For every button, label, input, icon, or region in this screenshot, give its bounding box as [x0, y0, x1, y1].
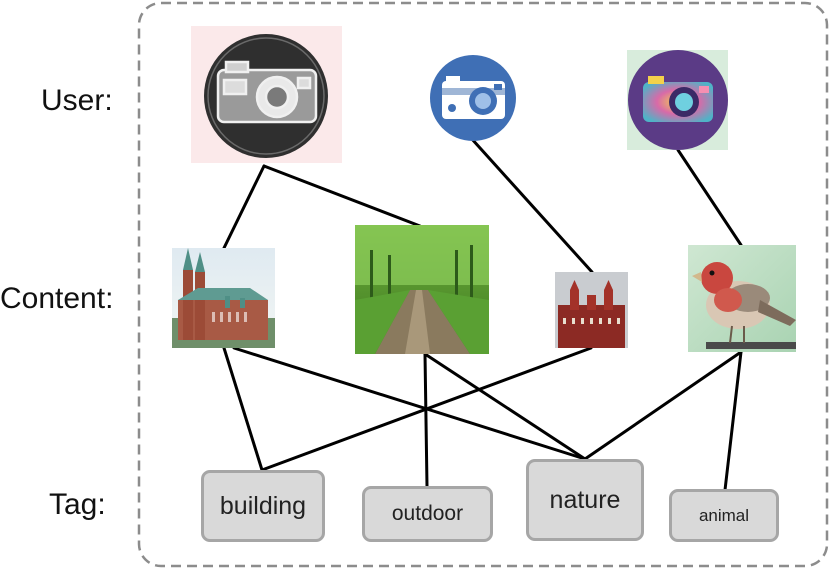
edge-user1-cathedral	[222, 164, 266, 250]
edge-bird-nature	[583, 350, 743, 461]
edge-forest-outdoor	[423, 352, 429, 488]
tag-building: building	[201, 470, 325, 542]
edge-cathedral-building	[222, 346, 264, 472]
edge-cathedral-nature	[232, 346, 587, 461]
sketch-camera-avatar	[191, 26, 342, 163]
tag-nature-label: nature	[549, 485, 621, 514]
forest-path-photo	[355, 225, 489, 354]
edge-user3-bird	[676, 148, 743, 247]
user-content-edges	[222, 136, 743, 274]
tag-nature: nature	[526, 459, 644, 541]
content-row-label: Content:	[0, 282, 114, 315]
user-row-label: User:	[41, 84, 113, 117]
tag-row-label: Tag:	[49, 488, 106, 521]
tag-animal: animal	[669, 489, 779, 542]
content-tag-edges	[222, 346, 743, 492]
red-building-photo	[555, 272, 628, 348]
tag-outdoor: outdoor	[362, 486, 493, 542]
purple-camera-avatar	[627, 50, 728, 150]
tag-outdoor-label: outdoor	[391, 502, 464, 525]
edge-user2-redbuilding	[469, 136, 594, 274]
edge-redbuilding-building	[260, 346, 593, 472]
tag-building-label: building	[219, 491, 307, 520]
tag-animal-label: animal	[698, 505, 750, 525]
cathedral-photo	[172, 248, 275, 348]
edge-bird-animal	[723, 350, 743, 492]
rainbow-camera-icon	[643, 76, 713, 122]
blue-camera-avatar	[430, 55, 516, 141]
sketch-camera-icon	[216, 60, 318, 124]
edge-user1-forest	[262, 164, 422, 228]
finch-bird-photo	[688, 245, 796, 352]
camera-icon	[442, 76, 505, 119]
frame-border	[137, 1, 829, 568]
edge-forest-nature	[423, 352, 587, 461]
